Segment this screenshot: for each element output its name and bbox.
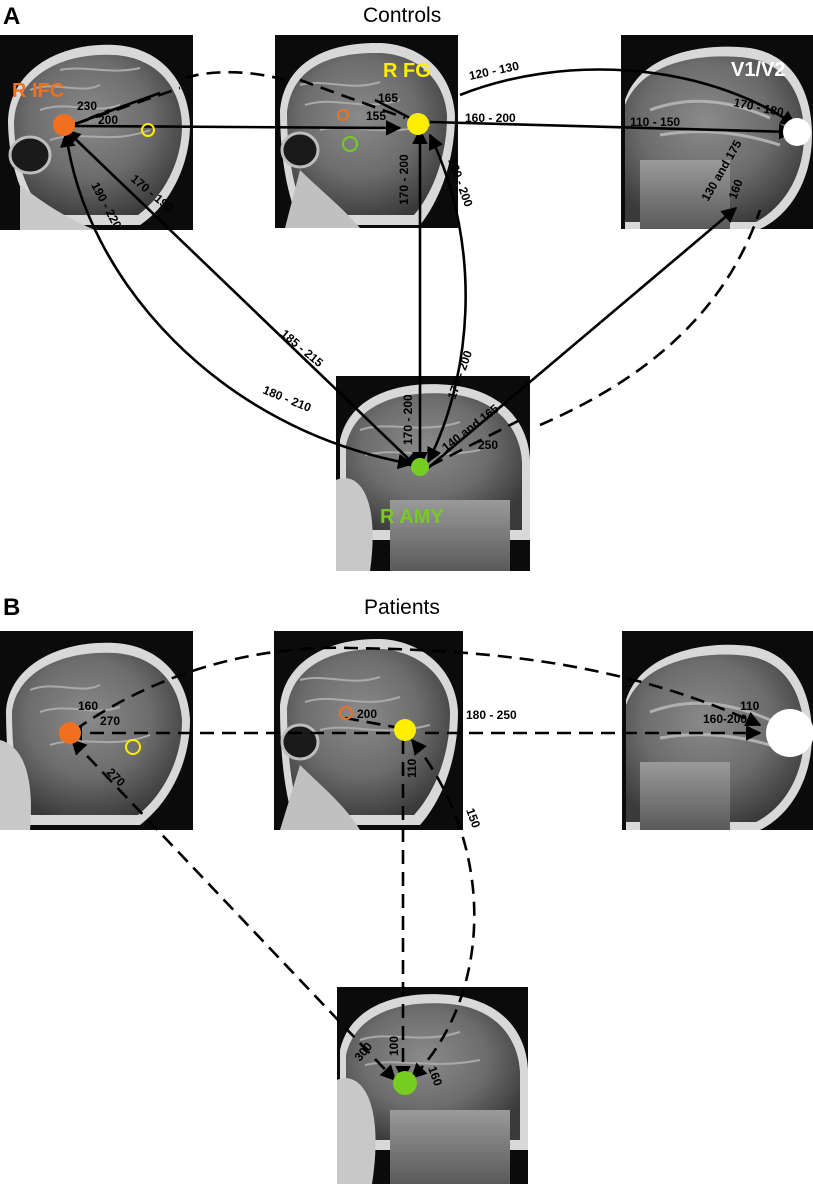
- mri-image-rfg-patients: [274, 631, 463, 830]
- rfg-ghost-marker-b: [125, 739, 141, 755]
- edge-label-170-200-fg: 170 - 200: [397, 154, 411, 205]
- v1v2-marker-patients: [766, 709, 813, 757]
- edge-label-170-200-amy: 170 - 200: [401, 394, 415, 445]
- controls-dashed-edges: [74, 70, 762, 468]
- patients-markers: [59, 706, 813, 1095]
- edge-label-p160-amy: 160: [425, 1064, 445, 1088]
- edge-label-110-150: 110 - 150: [630, 115, 680, 129]
- controls-edges: [60, 68, 797, 470]
- edge-label-160-200: 160 - 200: [465, 111, 516, 125]
- edge-label-p160: 160: [78, 699, 98, 713]
- panel-a-title: Controls: [363, 4, 441, 27]
- edge-label-165: 165: [378, 91, 398, 105]
- panel-a-letter: A: [3, 3, 20, 30]
- panel-b-letter: B: [3, 594, 20, 621]
- edge-label-155: 155: [366, 109, 386, 123]
- edge-label-230: 230: [77, 99, 97, 113]
- patients-edges: [66, 646, 762, 1082]
- edge-label-p100: 100: [387, 1036, 401, 1056]
- panel-b-title: Patients: [364, 596, 440, 619]
- edge-label-p160-200: 160-200: [703, 712, 747, 726]
- v1v2-marker: [783, 118, 811, 146]
- rfg-ghost-marker-a: [141, 123, 155, 137]
- rifc-ghost-marker-a: [337, 109, 349, 121]
- edge-label-185-215: 185 - 215: [278, 327, 326, 371]
- edge-label-p150: 150: [463, 806, 483, 830]
- mri-image-v1v2-controls: [621, 35, 813, 230]
- rifc-marker-patients: [59, 722, 81, 744]
- rfg-marker: [407, 113, 429, 135]
- edge-label-p200: 200: [357, 707, 377, 721]
- mri-image-rifc-patients: [0, 631, 193, 830]
- controls-markers: [53, 109, 811, 476]
- rfg-marker-patients: [394, 719, 416, 741]
- ramy-marker: [411, 458, 429, 476]
- edge-label-p180-250: 180 - 250: [466, 708, 517, 722]
- region-label-v1v2-controls: V1/V2: [731, 59, 785, 81]
- edge-label-p270a: 270: [100, 714, 120, 728]
- region-label-ramy-controls: R AMY: [380, 506, 444, 528]
- edge-label-180-210: 180 - 210: [261, 383, 314, 415]
- edge-label-160-v: 160: [726, 177, 746, 201]
- ramy-ghost-marker-a: [342, 136, 358, 152]
- patients-edge-labels: 160 270 270 200 180 - 250 110 160-200 11…: [78, 699, 760, 1088]
- rifc-ghost-marker-b: [339, 706, 353, 720]
- region-label-rifc-controls: R IFC: [12, 80, 64, 102]
- edge-label-200: 200: [98, 113, 118, 127]
- ramy-marker-patients: [393, 1071, 417, 1095]
- edge-label-p110-v: 110: [740, 699, 760, 713]
- edge-label-250: 250: [478, 438, 498, 452]
- region-label-rfg-controls: R FG: [383, 60, 431, 82]
- rifc-marker: [53, 114, 75, 136]
- edge-label-p110-fg: 110: [405, 758, 419, 778]
